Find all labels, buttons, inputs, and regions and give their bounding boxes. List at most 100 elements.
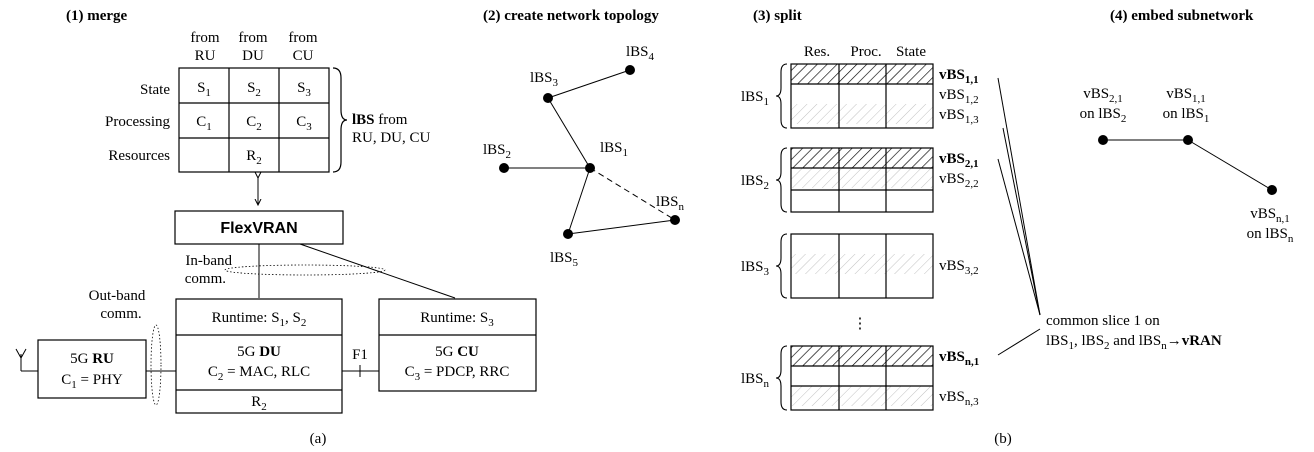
- embed-node-vbs11: [1183, 135, 1193, 145]
- outband-label-2: comm.: [100, 306, 141, 322]
- panel-split: (3) split Res. Proc. State: [741, 8, 1222, 447]
- embed-label-vbsn1: vBSn,1: [1250, 206, 1290, 225]
- embed-label-vbs11: vBS1,1: [1166, 86, 1206, 105]
- flexvran-box: [174, 210, 344, 245]
- cu-box: [378, 298, 537, 392]
- caption-b: (b): [994, 431, 1012, 447]
- cell-r2: R2: [246, 148, 262, 167]
- merge-column-headers: from RU from DU from CU: [190, 30, 317, 64]
- outband-label-1: Out-band: [89, 288, 146, 304]
- lbs-brace: [332, 67, 348, 173]
- header-res: Res.: [804, 44, 830, 60]
- ru-function: C1 = PHY: [61, 372, 123, 391]
- flexvran-cu-line: [299, 243, 456, 299]
- slice-line-1: common slice 1 on: [1046, 313, 1160, 329]
- cell-c3: C3: [296, 114, 312, 133]
- vbs-3-2: vBS3,2: [939, 258, 979, 277]
- col-du: DU: [242, 48, 264, 64]
- label-lbs4: lBS4: [626, 44, 655, 63]
- embed-node-vbsn1: [1267, 185, 1277, 195]
- split-label-lbs2: lBS2: [741, 173, 769, 192]
- slice-line-2: lBS1, lBS2 and lBSn→vRAN: [1046, 333, 1222, 352]
- embed-label-vbs21: vBS2,1: [1083, 86, 1123, 105]
- caption-a: (a): [310, 431, 327, 447]
- panel-topology: (2) create network topology lBS4 lBS3 lB…: [483, 8, 685, 269]
- embed-host-lbs2: on lBS2: [1080, 106, 1127, 125]
- embed-host-lbsn: on lBSn: [1247, 226, 1294, 245]
- slice-lines: [997, 77, 1041, 356]
- col-ru: RU: [195, 48, 216, 64]
- vbs-1-3: vBS1,3: [939, 107, 979, 126]
- embed-nodes: [1098, 135, 1277, 195]
- cu-function: C3 = PDCP, RRC: [405, 364, 510, 383]
- row-state: State: [140, 82, 170, 98]
- split-group-lbs2: [790, 147, 934, 213]
- embed-node-vbs21: [1098, 135, 1108, 145]
- split-group-lbs1: [790, 63, 934, 129]
- panel-title-split: (3) split: [753, 8, 802, 24]
- split-label-lbs1: lBS1: [741, 89, 769, 108]
- label-lbs2: lBS2: [483, 142, 511, 161]
- panel-title-topology: (2) create network topology: [483, 8, 659, 24]
- cu-runtime: Runtime: S3: [420, 310, 494, 329]
- du-resource: R2: [251, 394, 267, 413]
- split-braces: [775, 63, 788, 411]
- merge-grid: [178, 67, 330, 173]
- node-lbs4: [625, 65, 635, 75]
- header-proc: Proc.: [850, 44, 881, 60]
- split-group-lbsn: [790, 345, 934, 411]
- lbs-from-list: RU, DU, CU: [352, 130, 431, 146]
- du-box: [175, 298, 343, 414]
- vbs-n-1: vBSn,1: [939, 349, 979, 368]
- vbs-2-1: vBS2,1: [939, 151, 979, 170]
- vbs-1-1: vBS1,1: [939, 67, 979, 86]
- label-lbs3: lBS3: [530, 70, 559, 89]
- header-state: State: [896, 44, 926, 60]
- ru-title: 5G RU: [70, 351, 114, 367]
- cu-title: 5G CU: [435, 344, 479, 360]
- embed-edges: [1103, 139, 1273, 191]
- split-ellipsis: ⋮: [853, 316, 868, 332]
- antenna-icon: [15, 348, 38, 372]
- col-from-du: from: [238, 30, 267, 46]
- topology-nodes: [499, 65, 680, 239]
- outband-ellipse: [150, 324, 162, 406]
- col-from-cu: from: [288, 30, 317, 46]
- embed-host-lbs1: on lBS1: [1163, 106, 1210, 125]
- row-processing: Processing: [105, 114, 170, 130]
- panel-merge: (1) merge from RU from DU from CU State …: [15, 8, 537, 447]
- panel-title-embed: (4) embed subnetwork: [1110, 8, 1254, 24]
- col-cu: CU: [293, 48, 314, 64]
- inband-label-2: comm.: [185, 271, 226, 287]
- vbs-n-3: vBSn,3: [939, 389, 979, 408]
- cell-s3: S3: [297, 80, 311, 99]
- vbs-1-2: vBS1,2: [939, 87, 979, 106]
- inband-ellipse: [224, 264, 386, 276]
- lbs-from-label: lBS from: [352, 112, 408, 128]
- cell-c1: C1: [196, 114, 212, 133]
- node-lbsn: [670, 215, 680, 225]
- label-lbsn: lBSn: [656, 194, 685, 213]
- cell-s1: S1: [197, 80, 211, 99]
- inband-label-1: In-band: [185, 253, 232, 269]
- row-resources: Resources: [108, 148, 170, 164]
- split-label-lbs3: lBS3: [741, 259, 770, 278]
- panel-embed: (4) embed subnetwork vBS2,1 on lBS2 vBS1…: [1080, 8, 1294, 245]
- vbs-2-2: vBS2,2: [939, 171, 979, 190]
- cell-s2: S2: [247, 80, 261, 99]
- col-from-ru: from: [190, 30, 219, 46]
- panel-title-merge: (1) merge: [66, 8, 128, 24]
- label-lbs1: lBS1: [600, 140, 628, 159]
- du-runtime: Runtime: S1, S2: [212, 310, 307, 329]
- cell-c2: C2: [246, 114, 262, 133]
- topology-edges: [504, 69, 676, 235]
- du-function: C2 = MAC, RLC: [208, 364, 310, 383]
- f1-label: F1: [352, 347, 368, 363]
- flexvran-label: FlexVRAN: [220, 220, 297, 237]
- label-lbs5: lBS5: [550, 250, 579, 269]
- du-title: 5G DU: [237, 344, 281, 360]
- split-label-lbsn: lBSn: [741, 371, 770, 390]
- node-lbs3: [543, 93, 553, 103]
- ru-box: [37, 339, 147, 399]
